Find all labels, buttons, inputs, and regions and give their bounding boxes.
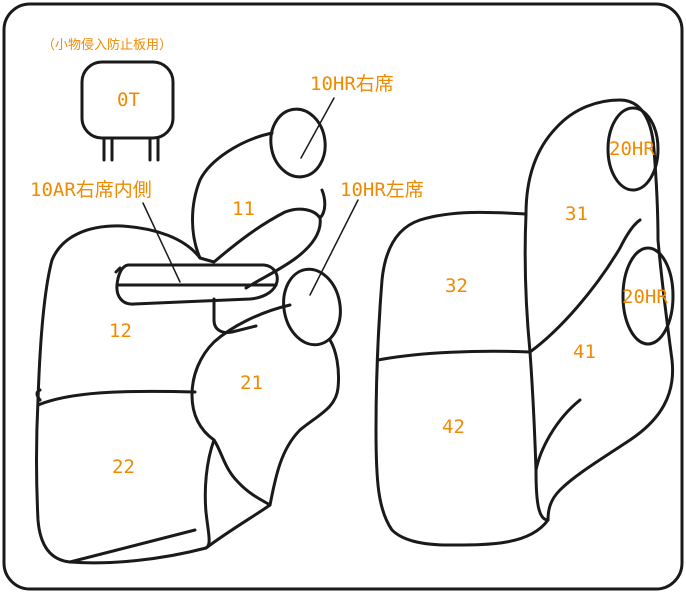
part-21-label: 21 (240, 372, 263, 394)
headrest-10hr-left (282, 267, 342, 347)
part-12-label: 12 (109, 320, 132, 342)
headrest-20hr-bottom (621, 246, 675, 346)
part-22-label: 22 (112, 456, 135, 478)
part-20hr-top-label: 20HR (609, 138, 655, 160)
front-right-seat (35, 107, 327, 565)
part-41-label: 41 (573, 341, 596, 363)
part-31-label: 31 (565, 203, 588, 225)
cushion-12 (36, 224, 202, 402)
part-32-label: 32 (445, 275, 468, 297)
armrest-10ar (115, 263, 279, 306)
rear-seat-block (374, 98, 675, 547)
part-20hr-bottom-label: 20HR (622, 286, 668, 308)
cushion-22 (35, 398, 208, 565)
leader-lines (142, 97, 359, 296)
headrest-20hr-top (606, 106, 660, 192)
front-left-seat (190, 267, 342, 550)
label-10ar-right-inner: 10AR右席内側 (30, 179, 152, 201)
headrest-note-label: （小物侵入防止板用） (42, 38, 173, 53)
rear-seat-32 (374, 210, 550, 547)
part-42-label: 42 (442, 416, 465, 438)
part-11-label: 11 (232, 198, 255, 220)
headrest-10hr-right (269, 107, 327, 179)
backrest-31 (524, 98, 660, 242)
backrest-41 (528, 218, 642, 354)
headrest-0t-label: 0T (117, 89, 140, 111)
label-10hr-left: 10HR左席 (340, 179, 424, 201)
label-10hr-right: 10HR右席 (310, 73, 394, 95)
headrest-0t (80, 60, 175, 162)
backrest-21 (190, 303, 340, 507)
